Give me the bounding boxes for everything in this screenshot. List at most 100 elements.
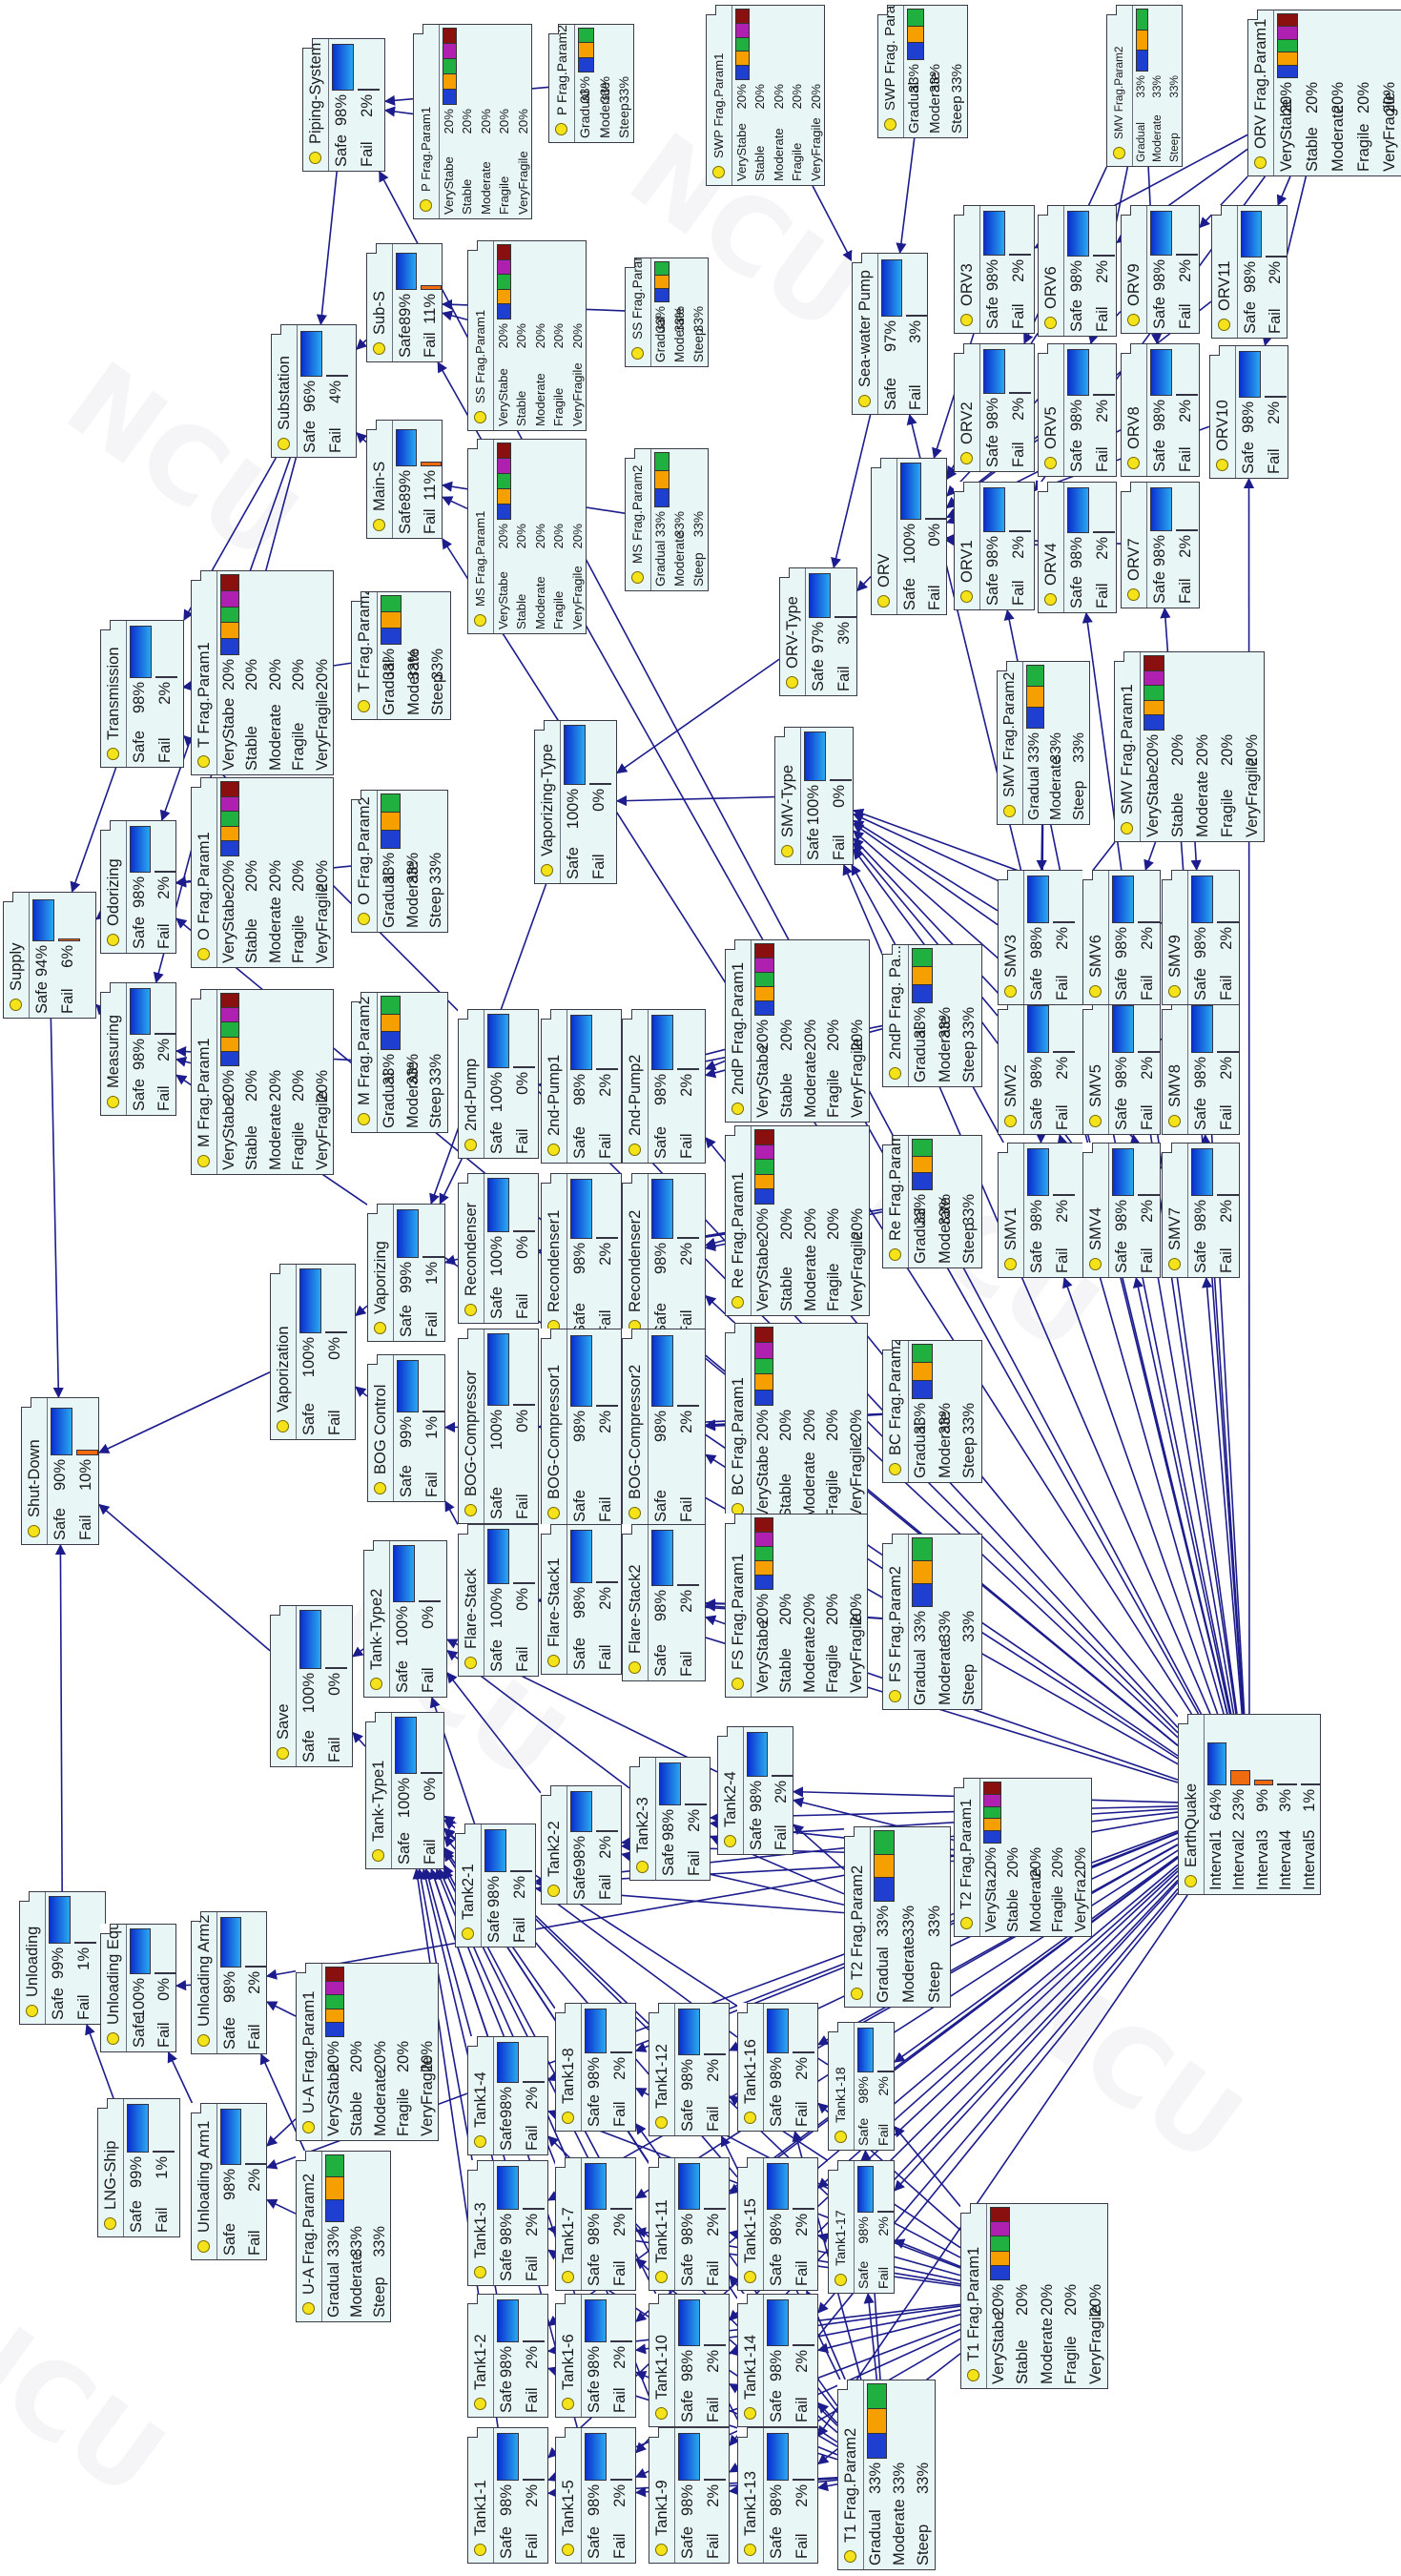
node-expand-corner-icon[interactable] <box>998 1143 1008 1153</box>
node-expand-corner-icon[interactable] <box>629 1757 640 1767</box>
node-expand-corner-icon[interactable] <box>1038 343 1048 354</box>
node-expand-corner-icon[interactable] <box>296 2151 306 2161</box>
node-expand-corner-icon[interactable] <box>649 2003 659 2013</box>
node-expand-corner-icon[interactable] <box>725 1323 735 1333</box>
node-expand-corner-icon[interactable] <box>1121 343 1131 354</box>
node-expand-corner-icon[interactable] <box>366 420 377 430</box>
node-expand-corner-icon[interactable] <box>844 1826 855 1837</box>
node-expand-corner-icon[interactable] <box>622 1173 632 1184</box>
node-expand-corner-icon[interactable] <box>191 570 201 581</box>
node-expand-corner-icon[interactable] <box>737 2427 748 2438</box>
node-expand-corner-icon[interactable] <box>1082 1143 1093 1153</box>
node-expand-corner-icon[interactable] <box>467 2294 478 2304</box>
node-expand-corner-icon[interactable] <box>877 5 888 15</box>
node-expand-corner-icon[interactable] <box>555 2294 566 2304</box>
node-expand-corner-icon[interactable] <box>960 2203 971 2214</box>
node-expand-corner-icon[interactable] <box>954 1778 964 1788</box>
node-expand-corner-icon[interactable] <box>100 1924 111 1934</box>
node-expand-corner-icon[interactable] <box>1121 482 1131 492</box>
node-expand-corner-icon[interactable] <box>351 992 361 1002</box>
node-expand-corner-icon[interactable] <box>1162 1143 1172 1153</box>
node-expand-corner-icon[interactable] <box>828 2160 838 2171</box>
node-expand-corner-icon[interactable] <box>100 820 111 831</box>
node-expand-corner-icon[interactable] <box>296 1963 306 1973</box>
node-expand-corner-icon[interactable] <box>548 24 559 34</box>
node-expand-corner-icon[interactable] <box>100 620 111 630</box>
node-expand-corner-icon[interactable] <box>852 253 862 263</box>
node-expand-corner-icon[interactable] <box>725 939 735 950</box>
node-expand-corner-icon[interactable] <box>837 2380 848 2390</box>
node-expand-corner-icon[interactable] <box>625 448 635 459</box>
node-expand-corner-icon[interactable] <box>555 2427 566 2438</box>
node-expand-corner-icon[interactable] <box>458 1009 468 1020</box>
node-expand-corner-icon[interactable] <box>649 2157 659 2168</box>
node-expand-corner-icon[interactable] <box>458 1329 468 1339</box>
node-expand-corner-icon[interactable] <box>649 2427 659 2438</box>
node-expand-corner-icon[interactable] <box>1162 870 1172 880</box>
node-expand-corner-icon[interactable] <box>534 720 545 731</box>
node-expand-corner-icon[interactable] <box>954 343 964 354</box>
node-expand-corner-icon[interactable] <box>622 1329 632 1339</box>
node-expand-corner-icon[interactable] <box>1038 205 1048 216</box>
node-expand-corner-icon[interactable] <box>413 24 423 34</box>
node-expand-corner-icon[interactable] <box>191 777 201 788</box>
node-expand-corner-icon[interactable] <box>622 1524 632 1535</box>
node-expand-corner-icon[interactable] <box>100 982 111 993</box>
node-expand-corner-icon[interactable] <box>467 240 478 251</box>
node-expand-corner-icon[interactable] <box>1178 1714 1188 1724</box>
node-expand-corner-icon[interactable] <box>649 2294 659 2304</box>
node-expand-corner-icon[interactable] <box>954 205 964 216</box>
